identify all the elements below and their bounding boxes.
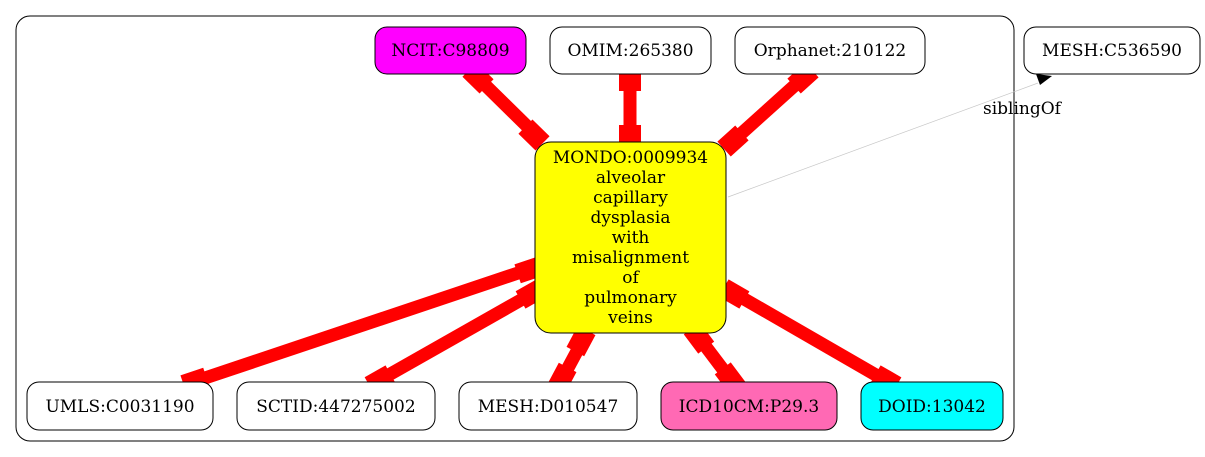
- node-sctid-box: [236, 381, 436, 431]
- node-mesh-c-box: [1023, 26, 1201, 75]
- node-icd10cm-box: [660, 381, 838, 431]
- node-umls-label: UMLS:C0031190: [45, 397, 194, 417]
- cluster-frame: [15, 15, 1015, 442]
- edge-sibling-of: [727, 82, 1039, 198]
- node-mesh-d[interactable]: MESH:D010547: [458, 381, 638, 431]
- center-line-1: MONDO:0009934: [553, 148, 708, 168]
- node-orphanet-label: Orphanet:210122: [754, 41, 907, 61]
- node-doid-label: DOID:13042: [878, 397, 986, 417]
- node-orphanet[interactable]: Orphanet:210122: [734, 26, 926, 75]
- node-icd10cm[interactable]: ICD10CM:P29.3: [660, 381, 838, 431]
- node-orphanet-box: [734, 26, 926, 75]
- center-line-5: with: [612, 228, 650, 248]
- edge-orphanet: [728, 73, 808, 146]
- edge-sctid: [374, 286, 539, 387]
- node-mesh-c-label: MESH:C536590: [1042, 41, 1182, 61]
- node-omim[interactable]: OMIM:265380: [549, 26, 712, 75]
- center-line-2: alveolar: [596, 168, 666, 188]
- node-ncit-label: NCIT:C98809: [391, 41, 509, 61]
- center-line-3: capillary: [593, 188, 668, 208]
- marker-ncit-b: [518, 119, 550, 151]
- center-line-4: dysplasia: [591, 208, 671, 228]
- sibling-arrowhead: [1036, 74, 1052, 85]
- center-line-7: of: [622, 268, 640, 288]
- node-icd10cm-label: ICD10CM:P29.3: [679, 397, 819, 417]
- node-sctid[interactable]: SCTID:447275002: [236, 381, 436, 431]
- node-mesh-d-label: MESH:D010547: [478, 397, 619, 417]
- marker-orphanet-b: [717, 125, 749, 157]
- node-doid-box: [860, 381, 1004, 431]
- center-line-6: misalignment: [572, 248, 689, 268]
- node-omim-box: [549, 26, 712, 75]
- node-umls[interactable]: UMLS:C0031190: [26, 381, 214, 431]
- node-ncit[interactable]: NCIT:C98809: [374, 26, 527, 75]
- node-mesh-d-box: [458, 381, 638, 431]
- edge-doid: [728, 286, 892, 388]
- sibling-of-label: siblingOf: [983, 99, 1063, 119]
- edge-umls: [190, 262, 533, 389]
- node-umls-box: [26, 381, 214, 431]
- node-center-box: [534, 141, 727, 334]
- node-doid[interactable]: DOID:13042: [860, 381, 1004, 431]
- node-mesh-c[interactable]: MESH:C536590: [1023, 26, 1201, 75]
- node-omim-label: OMIM:265380: [567, 41, 693, 61]
- center-line-8: pulmonary: [584, 288, 677, 308]
- node-sctid-label: SCTID:447275002: [256, 397, 415, 417]
- node-center[interactable]: MONDO:0009934 alveolar capillary dysplas…: [534, 141, 727, 334]
- node-ncit-box: [374, 26, 527, 75]
- center-line-9: veins: [607, 308, 653, 328]
